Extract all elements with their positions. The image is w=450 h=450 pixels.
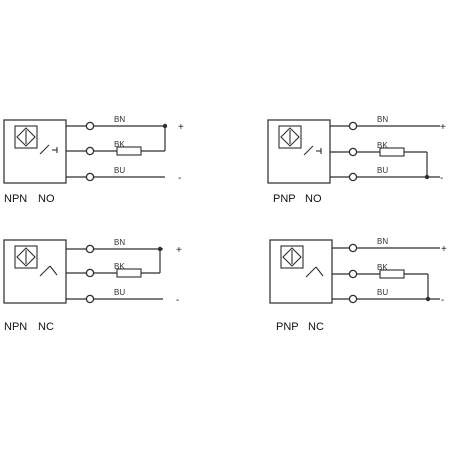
wire-label-brown: BN bbox=[377, 115, 388, 124]
negative-sign: - bbox=[178, 173, 181, 184]
sensor-body bbox=[3, 239, 67, 304]
wire-label-black: BK bbox=[377, 141, 388, 150]
proximity-sensor-icon bbox=[280, 245, 304, 269]
circuit-npn-nc: BN BK BU + - NPN NC bbox=[3, 238, 182, 333]
junction-dot bbox=[425, 296, 431, 302]
junction-dot bbox=[157, 246, 163, 252]
terminal-blue bbox=[85, 172, 95, 182]
wire-label-black: BK bbox=[114, 262, 125, 271]
negative-sign: - bbox=[441, 295, 444, 306]
proximity-sensor-icon bbox=[14, 125, 38, 149]
load-resistor bbox=[116, 146, 142, 156]
contact-type-label: NC bbox=[38, 321, 54, 333]
wire-label-blue: BU bbox=[114, 166, 125, 175]
no-contact-icon bbox=[303, 145, 322, 156]
load-resistor bbox=[379, 147, 405, 157]
circuit-pnp-nc: BN BK BU + - PNP NC bbox=[269, 237, 447, 333]
terminal-black bbox=[348, 147, 358, 157]
terminal-brown bbox=[348, 121, 358, 131]
wire-label-blue: BU bbox=[114, 288, 125, 297]
wire-label-black: BK bbox=[114, 140, 125, 149]
nc-contact-icon bbox=[39, 265, 58, 277]
wire-label-brown: BN bbox=[114, 238, 125, 247]
circuit-npn-no: BN BK BU + - NPN NO bbox=[3, 115, 184, 205]
terminal-brown bbox=[348, 243, 358, 253]
junction-dot bbox=[162, 123, 168, 129]
terminal-black bbox=[348, 269, 358, 279]
junction-dot bbox=[424, 174, 430, 180]
contact-type-label: NC bbox=[308, 321, 324, 333]
wire-label-blue: BU bbox=[377, 288, 388, 297]
negative-sign: - bbox=[440, 173, 443, 184]
contact-type-label: NO bbox=[38, 193, 55, 205]
positive-sign: + bbox=[178, 122, 184, 133]
no-contact-icon bbox=[39, 144, 58, 155]
contact-type-label: NO bbox=[305, 193, 322, 205]
positive-sign: + bbox=[176, 245, 182, 256]
load-resistor bbox=[379, 269, 405, 279]
proximity-sensor-icon bbox=[278, 125, 302, 149]
load-resistor bbox=[116, 268, 142, 278]
circuit-pnp-no: BN BK BU + - PNP NO bbox=[267, 115, 446, 205]
terminal-brown bbox=[85, 121, 95, 131]
terminal-blue bbox=[85, 294, 95, 304]
proximity-sensor-icon bbox=[14, 245, 38, 269]
terminal-black bbox=[85, 146, 95, 156]
circuit-type-label: NPN bbox=[4, 193, 27, 205]
nc-contact-icon bbox=[305, 266, 324, 278]
wire-label-black: BK bbox=[377, 263, 388, 272]
wire-label-brown: BN bbox=[114, 115, 125, 124]
terminal-blue bbox=[348, 294, 358, 304]
circuit-type-label: PNP bbox=[273, 193, 296, 205]
wire-label-blue: BU bbox=[377, 166, 388, 175]
sensor-body bbox=[3, 119, 67, 184]
terminal-blue bbox=[348, 172, 358, 182]
positive-sign: + bbox=[440, 122, 446, 133]
wire-label-brown: BN bbox=[377, 237, 388, 246]
circuit-type-label: PNP bbox=[276, 321, 299, 333]
positive-sign: + bbox=[441, 244, 447, 255]
terminal-black bbox=[85, 268, 95, 278]
sensor-body bbox=[269, 239, 333, 304]
terminal-brown bbox=[85, 244, 95, 254]
circuit-type-label: NPN bbox=[4, 321, 27, 333]
negative-sign: - bbox=[176, 295, 179, 306]
